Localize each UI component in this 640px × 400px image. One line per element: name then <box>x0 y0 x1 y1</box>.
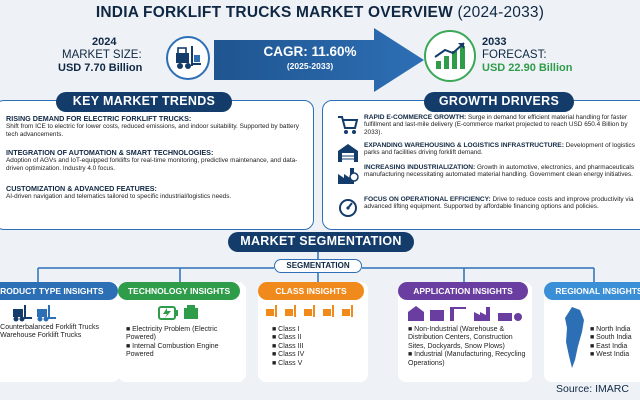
forklift-icons <box>12 304 58 327</box>
growth-chart-icon <box>424 30 476 82</box>
trend-heading: INTEGRATION OF AUTOMATION & SMART TECHNO… <box>6 148 214 157</box>
trend-item: RISING DEMAND FOR ELECTRIC FORKLIFT TRUC… <box>6 114 312 138</box>
warehouse-icon <box>336 142 360 164</box>
driver-text: EXPANDING WAREHOUSING & LOGISTICS INFRAS… <box>364 142 640 164</box>
segment-item: ■ Counterbalanced Forklift Trucks <box>0 324 99 331</box>
segment-technology: TECHNOLOGY INSIGHTS ■ Electricity Proble… <box>118 282 246 382</box>
trend-body: AI-driven navigation and telematics tail… <box>6 193 232 200</box>
class-forklift-icons <box>264 304 360 325</box>
market-size-year: 2024 <box>92 36 117 48</box>
segment-item: ■ Warehouse Forklift Trucks <box>0 332 82 340</box>
trend-heading: CUSTOMIZATION & ADVANCED FEATURES: <box>6 184 157 193</box>
driver-heading: INCREASING INDUSTRIALIZATION: <box>364 164 476 171</box>
driver-body: Surge in demand for efficient material h… <box>364 114 628 136</box>
gauge-icon <box>336 196 360 218</box>
segment-items: ■ Non-Industrial (Warehouse & Distributi… <box>408 326 530 368</box>
segment-items: ■ North India ■ South India ■ East India… <box>590 326 640 360</box>
forklift-icon <box>166 36 210 80</box>
forecast-year: 2033 <box>482 36 507 48</box>
source-credit: Source: IMARC <box>556 383 629 395</box>
factory-icon <box>336 164 360 186</box>
forecast-value: USD 22.90 Billion <box>482 62 573 74</box>
segment-header: TECHNOLOGY INSIGHTS <box>118 282 240 300</box>
segment-item: ■ Class IV <box>272 351 305 359</box>
forecast-label: FORECAST: <box>482 49 547 61</box>
segment-item: ■ Class II <box>272 334 302 342</box>
trend-body: Adoption of AGVs and IoT-equipped forkli… <box>6 157 298 172</box>
driver-heading: EXPANDING WAREHOUSING & LOGISTICS INFRAS… <box>364 142 564 149</box>
page-title: INDIA FORKLIFT TRUCKS MARKET OVERVIEW (2… <box>0 4 640 22</box>
cagr-range: (2025-2033) <box>286 61 334 71</box>
trend-heading: RISING DEMAND FOR ELECTRIC FORKLIFT TRUC… <box>6 114 192 123</box>
segment-header: REGIONAL INSIGHTS <box>544 282 640 300</box>
cagr-arrow <box>214 28 424 92</box>
segment-product-type: PRODUCT TYPE INSIGHTS ■ Counterbalanced … <box>0 282 120 382</box>
driver-body: Development of logistics parks and facil… <box>364 142 635 157</box>
segment-item: ■ Internal Combustion Engine Powered <box>126 342 219 359</box>
key-trends-panel <box>0 100 314 230</box>
trend-item: CUSTOMIZATION & ADVANCED FEATURES: AI-dr… <box>6 184 312 201</box>
segment-header: PRODUCT TYPE INSIGHTS <box>0 282 118 300</box>
segmentation-connectors <box>37 252 595 282</box>
segment-item: ■ Class III <box>272 342 304 350</box>
cagr-value: CAGR: 11.60% <box>263 44 357 59</box>
segment-class: CLASS INSIGHTS ■ Class I ■ Class II ■ Cl… <box>258 282 368 382</box>
segment-item: ■ Electricity Problem (Electric Powered) <box>126 326 218 342</box>
shopping-cart-icon <box>336 114 360 136</box>
driver-body: Growth in automotive, electronics, and p… <box>364 164 635 179</box>
india-map-icon <box>564 306 586 375</box>
segment-item: ■ Non-Industrial (Warehouse & Distributi… <box>408 326 513 350</box>
growth-drivers-panel <box>322 100 640 230</box>
segmentation-banner: MARKET SEGMENTATION <box>228 232 414 252</box>
trend-item: INTEGRATION OF AUTOMATION & SMART TECHNO… <box>6 148 312 172</box>
segment-item: ■ East India <box>590 342 628 350</box>
driver-item: EXPANDING WAREHOUSING & LOGISTICS INFRAS… <box>336 142 640 164</box>
battery-icon <box>158 304 202 327</box>
driver-heading: FOCUS ON OPERATIONAL EFFICIENCY: <box>364 196 491 203</box>
driver-body: Drive to reduce costs and improve produc… <box>364 196 634 211</box>
segment-application: APPLICATION INSIGHTS ■ Non-Industrial (W… <box>398 282 532 382</box>
driver-text: INCREASING INDUSTRIALIZATION: Growth in … <box>364 164 640 186</box>
segment-item: ■ Class V <box>272 359 303 367</box>
growth-drivers-banner: GROWTH DRIVERS <box>424 92 574 112</box>
driver-text: RAPID E-COMMERCE GROWTH: Surge in demand… <box>364 114 640 136</box>
title-text: INDIA FORKLIFT TRUCKS MARKET OVERVIEW <box>95 4 453 21</box>
application-icons <box>406 304 524 327</box>
segment-header: APPLICATION INSIGHTS <box>398 282 528 300</box>
driver-heading: RAPID E-COMMERCE GROWTH: <box>364 114 467 121</box>
segment-item: ■ South India <box>590 334 632 342</box>
market-size-label: MARKET SIZE: <box>62 49 142 61</box>
driver-item: RAPID E-COMMERCE GROWTH: Surge in demand… <box>336 114 640 136</box>
driver-item: INCREASING INDUSTRIALIZATION: Growth in … <box>336 164 640 186</box>
driver-item: FOCUS ON OPERATIONAL EFFICIENCY: Drive t… <box>336 196 640 218</box>
driver-text: FOCUS ON OPERATIONAL EFFICIENCY: Drive t… <box>364 196 640 218</box>
title-years: (2024-2033) <box>457 4 545 21</box>
segment-item: ■ North India <box>590 326 631 333</box>
segment-header: CLASS INSIGHTS <box>258 282 364 300</box>
segment-item: ■ Industrial (Manufacturing, Recycling O… <box>408 351 526 367</box>
key-trends-banner: KEY MARKET TRENDS <box>56 92 232 112</box>
segment-regional: REGIONAL INSIGHTS ■ North India ■ South … <box>544 282 640 382</box>
market-size-value: USD 7.70 Billion <box>58 62 143 74</box>
trend-body: Shift from ICE to electric for lower cos… <box>6 123 299 138</box>
segment-items: ■ Electricity Problem (Electric Powered)… <box>126 326 244 360</box>
segment-item: ■ Class I <box>272 326 300 333</box>
segment-items: ■ Counterbalanced Forklift Trucks ■ Ware… <box>0 324 114 341</box>
segmentation-subheader: SEGMENTATION <box>274 259 362 273</box>
segment-items: ■ Class I ■ Class II ■ Class III ■ Class… <box>272 326 362 368</box>
segment-item: ■ West India <box>590 351 630 359</box>
